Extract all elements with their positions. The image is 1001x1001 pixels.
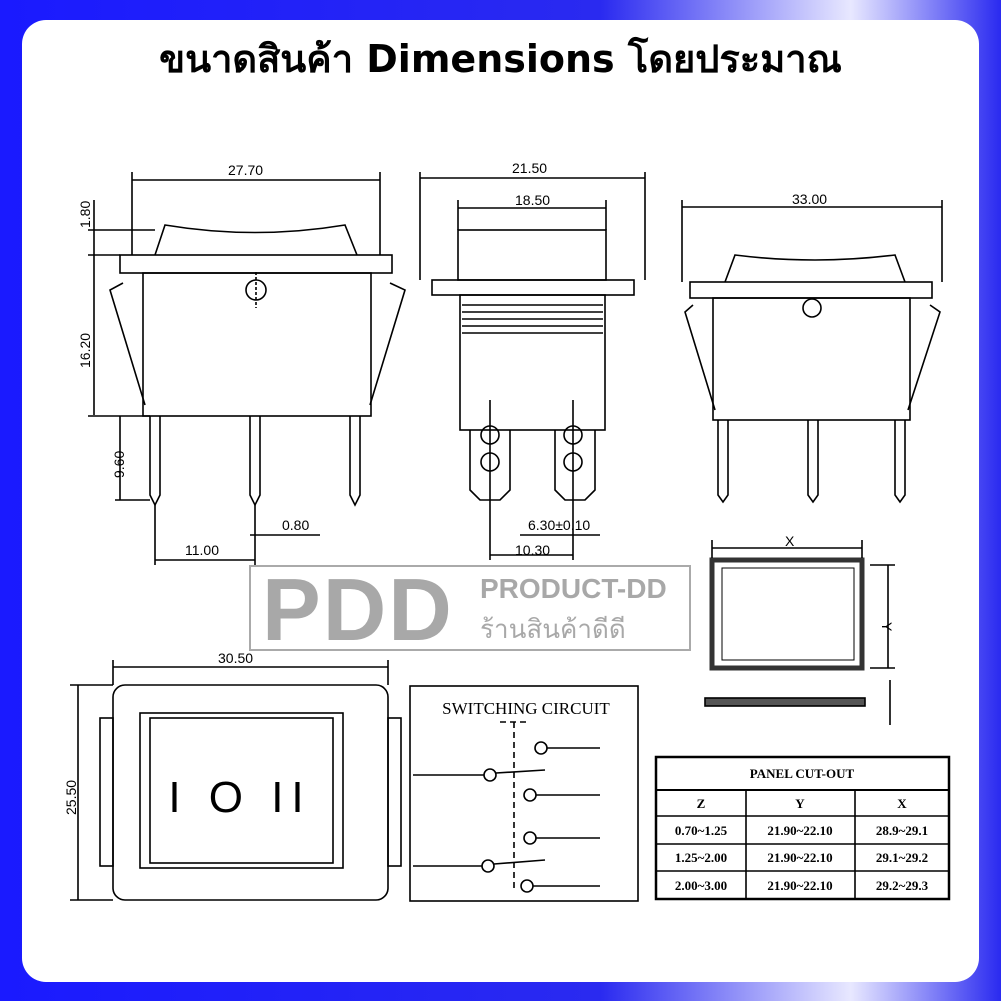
switching-circuit (409, 685, 639, 902)
rocker-symbols: I O II (168, 773, 311, 822)
table-title: PANEL CUT-OUT (750, 766, 855, 781)
table-cell: 1.25~2.00 (675, 850, 727, 865)
table-cell: 0.70~1.25 (675, 823, 728, 838)
table-cell: 21.90~22.10 (767, 823, 832, 838)
dim-back-width: 33.00 (792, 191, 827, 207)
top-view (70, 660, 402, 901)
dim-pin-spacing: 11.00 (185, 542, 219, 558)
side-view (419, 172, 646, 560)
cutout-y-label: Y (879, 622, 895, 632)
table-cell: 29.1~29.2 (876, 850, 928, 865)
front-view (88, 172, 406, 565)
table-header-y: Y (795, 796, 805, 811)
table-cell: 21.90~22.10 (767, 878, 832, 893)
table-cell: 29.2~29.3 (876, 878, 929, 893)
dim-top-height: 1.80 (77, 201, 93, 228)
dim-top-height-view: 25.50 (63, 780, 79, 815)
watermark-brand: PRODUCT-DD (480, 573, 667, 604)
cutout-x-label: X (785, 533, 795, 549)
watermark-logo: PDD (262, 560, 454, 659)
dim-pin-length: 9.60 (111, 451, 127, 478)
dim-top-width: 30.50 (218, 650, 253, 666)
dim-side-inner-width: 18.50 (515, 192, 550, 208)
watermark-tagline: ร้านสินค้าดีดี (480, 615, 626, 645)
dim-body-height: 16.20 (77, 333, 93, 368)
panel-cutout-diagram (704, 540, 895, 725)
dim-side-pin-spacing: 10.30 (515, 542, 550, 558)
dim-front-width: 27.70 (228, 162, 263, 178)
dim-side-width: 21.50 (512, 160, 547, 176)
dim-pin-thickness: 0.80 (282, 517, 309, 533)
panel-cutout-table (654, 755, 951, 901)
table-cell: 2.00~3.00 (675, 878, 727, 893)
table-cell: 28.9~29.1 (876, 823, 928, 838)
watermark: PDD PRODUCT-DD ร้านสินค้าดีดี (249, 560, 691, 659)
back-view (681, 200, 943, 504)
table-header-z: Z (697, 796, 706, 811)
dim-pin-width: 6.30±0.10 (528, 517, 590, 533)
page-title: ขนาดสินค้า Dimensions โดยประมาณ (159, 37, 842, 81)
table-cell: 21.90~22.10 (767, 850, 832, 865)
table-header-x: X (897, 796, 907, 811)
switching-circuit-title: SWITCHING CIRCUIT (442, 699, 610, 718)
